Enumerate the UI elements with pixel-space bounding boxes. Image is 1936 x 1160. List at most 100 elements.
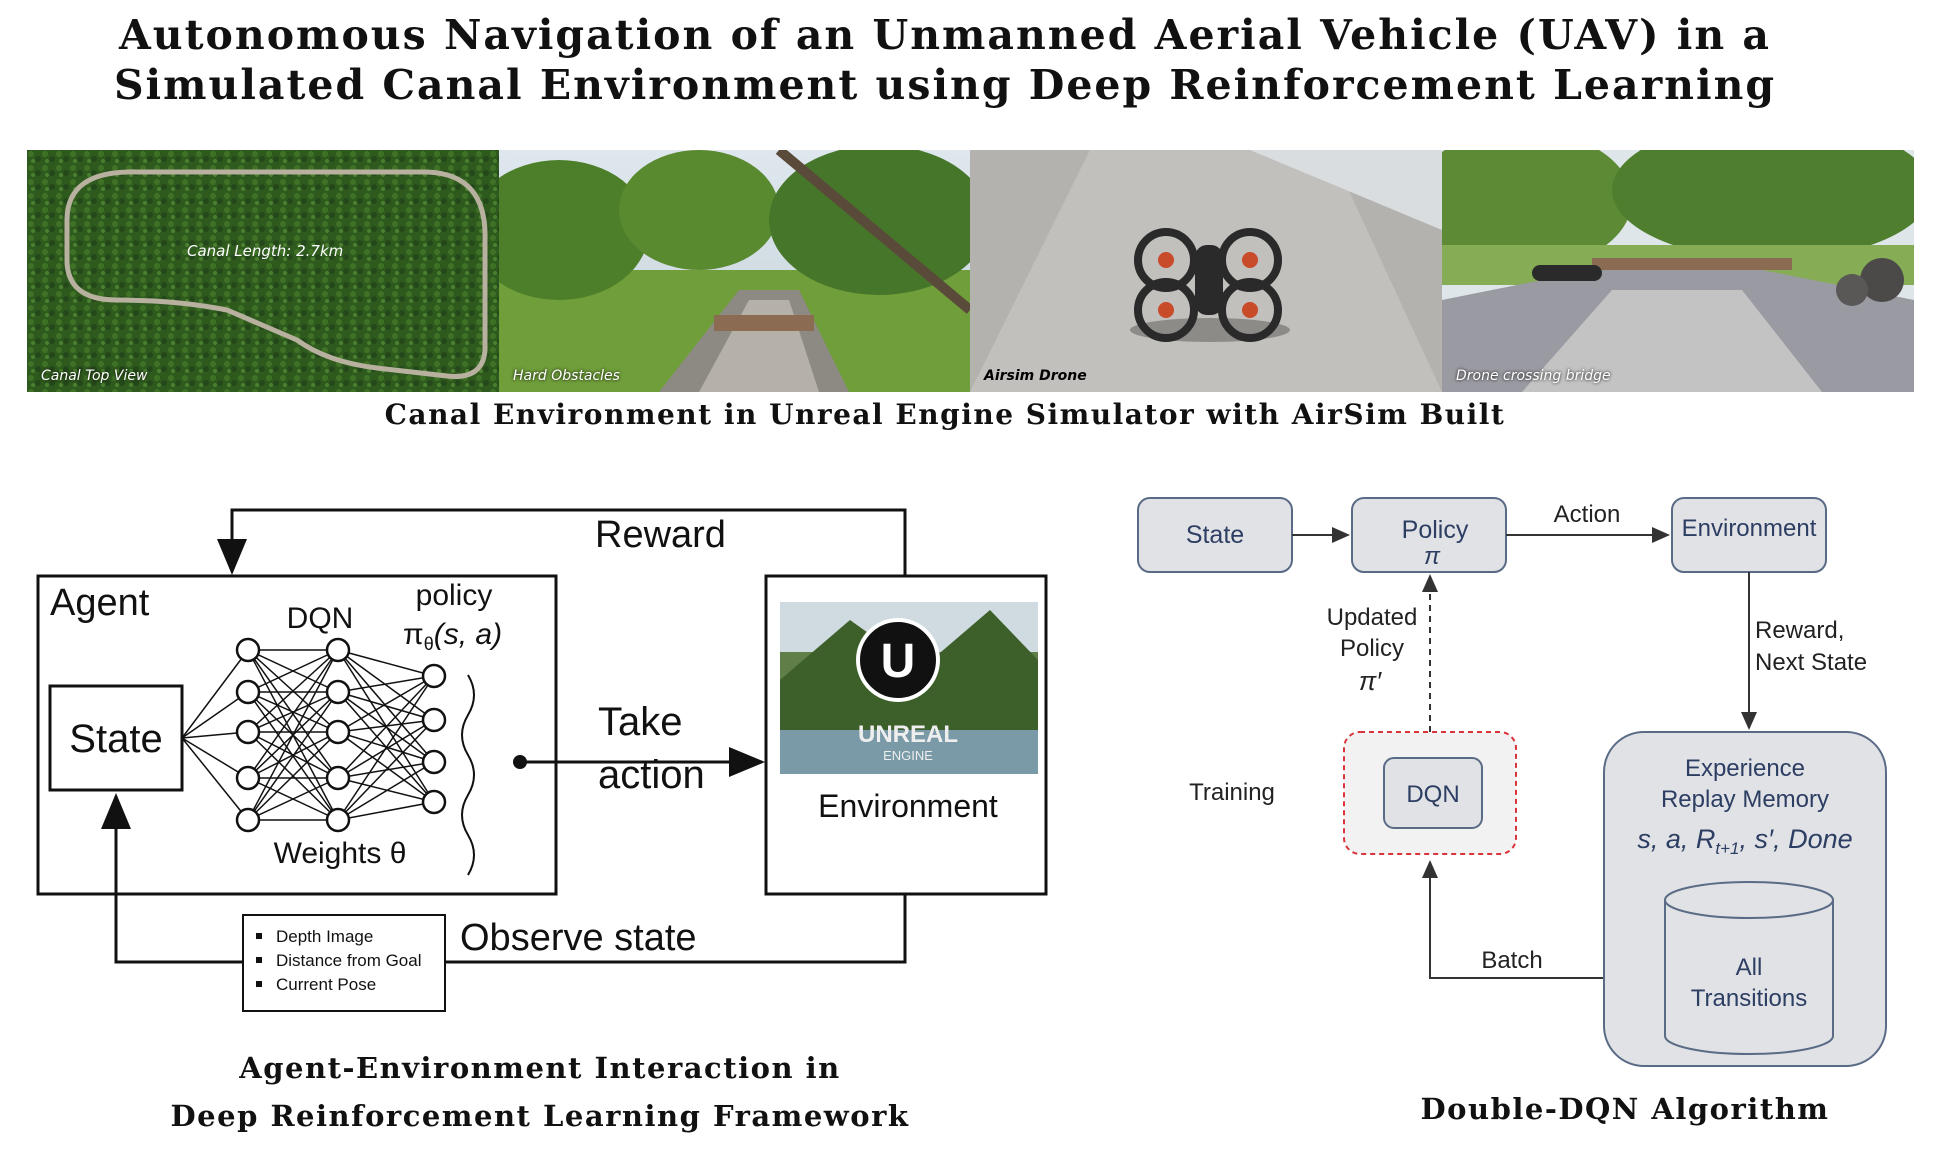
network-node: [421, 707, 447, 733]
photo-caption-hard-obstacles: Hard Obstacles: [513, 368, 620, 384]
photo-caption-canal-top-view: Canal Top View: [41, 368, 148, 384]
drone-crossing-bridge-image: [1442, 150, 1914, 392]
ddqn-action-label: Action: [1554, 501, 1621, 528]
network-node: [325, 679, 351, 705]
left-caption-line-1: Agent-Environment Interaction in: [239, 1051, 841, 1085]
ddqn-reward-label: Reward,: [1755, 617, 1844, 644]
agent-environment-diagram: Reward Agent State DQN policy πθ(s, a) W…: [36, 508, 1048, 1012]
experience-label: Experience: [1685, 755, 1805, 782]
network-edge: [337, 691, 435, 721]
title-line-2: Simulated Canal Environment using Deep R…: [113, 61, 1777, 109]
observation-item: Current Pose: [276, 975, 376, 994]
svg-text:UNREAL: UNREAL: [858, 721, 958, 748]
replay-memory-label: Replay Memory: [1661, 786, 1829, 813]
network-edge: [247, 777, 339, 821]
network-edge: [337, 731, 435, 803]
photo-hard-obstacles: Hard Obstacles: [499, 150, 970, 392]
network-node: [325, 765, 351, 791]
photo-canal-top-view: Canal Length: 2.7km Canal Top View: [27, 150, 499, 392]
drone-shape: [1134, 228, 1282, 342]
policy-squiggle: [461, 674, 475, 876]
network-edge: [337, 777, 435, 803]
photo-drone-crossing-bridge: Drone crossing bridge: [1442, 150, 1914, 392]
dqn-label: DQN: [287, 602, 354, 635]
svg-text:ENGINE: ENGINE: [883, 748, 933, 763]
take-label: Take: [598, 700, 683, 744]
training-label: Training: [1189, 779, 1275, 806]
environment-label: Environment: [818, 788, 998, 824]
observation-list-box: [242, 914, 446, 1012]
transition-tuple: s, a, Rt+1, s′, Done: [1637, 824, 1852, 858]
state-label: State: [69, 717, 162, 761]
network-edge: [337, 675, 435, 779]
batch-label: Batch: [1481, 947, 1542, 974]
network-edge: [337, 719, 435, 821]
weights-label: Weights θ: [274, 837, 407, 870]
updated-policy-label: Policy: [1340, 635, 1404, 662]
agent-box: [36, 574, 558, 896]
left-diagram-caption: Agent-Environment Interaction in Deep Re…: [80, 1044, 1000, 1140]
network-node: [325, 719, 351, 745]
agent-label: Agent: [50, 582, 150, 624]
network-node: [421, 749, 447, 775]
pi-prime-label: π′: [1359, 666, 1382, 696]
left-caption-line-2: Deep Reinforcement Learning Framework: [170, 1099, 910, 1133]
observe-label: Observe state: [460, 917, 697, 959]
network-nodes: [235, 637, 447, 833]
network-node: [421, 789, 447, 815]
transitions-label: Transitions: [1691, 985, 1807, 1012]
photo-strip: Canal Length: 2.7km Canal Top View Hard …: [27, 150, 1914, 392]
ddqn-next-state-label: Next State: [1755, 649, 1867, 676]
ddqn-dqn-label: DQN: [1406, 781, 1459, 808]
network-node: [235, 765, 261, 791]
policy-word: policy: [416, 579, 493, 612]
policy-formula: πθ(s, a): [403, 618, 502, 654]
network-edge: [247, 649, 339, 693]
all-label: All: [1736, 954, 1763, 981]
network-edge: [247, 649, 339, 821]
network-node: [325, 637, 351, 663]
network-edge: [247, 731, 339, 821]
ddqn-dqn-box: [1383, 757, 1483, 829]
reward-label: Reward: [595, 514, 726, 556]
svg-text:U: U: [881, 635, 916, 688]
network-input-edge: [181, 649, 249, 739]
canal-top-view-image: [27, 150, 499, 392]
network-edge: [247, 649, 339, 779]
network-edge: [247, 649, 339, 733]
network-edge: [337, 649, 435, 677]
ddqn-pi-label: π: [1424, 543, 1441, 570]
observation-item: Depth Image: [276, 927, 373, 946]
network-edge: [337, 801, 435, 821]
reward-arrow: [217, 508, 907, 576]
network-edge: [247, 691, 339, 733]
network-edge: [337, 649, 435, 721]
updated-label: Updated: [1327, 604, 1418, 631]
network-edges: [181, 649, 435, 821]
network-node: [235, 679, 261, 705]
network-node: [235, 719, 261, 745]
network-node: [235, 807, 261, 833]
double-dqn-diagram: State Policy π Action Environment Reward…: [1137, 497, 1887, 1067]
action-label: action: [598, 753, 705, 797]
network-input-edge: [181, 737, 249, 779]
photo-caption-drone-crossing-bridge: Drone crossing bridge: [1456, 368, 1611, 384]
observe-arrow: [101, 793, 907, 964]
network-edge: [247, 691, 339, 821]
bullet-icon: [256, 981, 262, 987]
photo-caption-airsim-drone: Airsim Drone: [984, 368, 1087, 384]
network-input-edge: [181, 737, 249, 821]
batch-arrow: [1422, 860, 1604, 979]
observation-item: Distance from Goal: [276, 951, 422, 970]
airsim-drone-image: [970, 150, 1442, 392]
title-line-1: Autonomous Navigation of an Unmanned Aer…: [119, 11, 1771, 59]
bullet-icon: [256, 933, 262, 939]
state-box: [48, 684, 184, 792]
ddqn-environment-label: Environment: [1682, 515, 1817, 542]
network-edge: [337, 675, 435, 733]
hard-obstacles-image: [499, 150, 970, 392]
network-edge: [337, 761, 435, 821]
network-edge: [337, 675, 435, 821]
right-diagram-caption: Double-DQN Algorithm: [1420, 1092, 1830, 1126]
